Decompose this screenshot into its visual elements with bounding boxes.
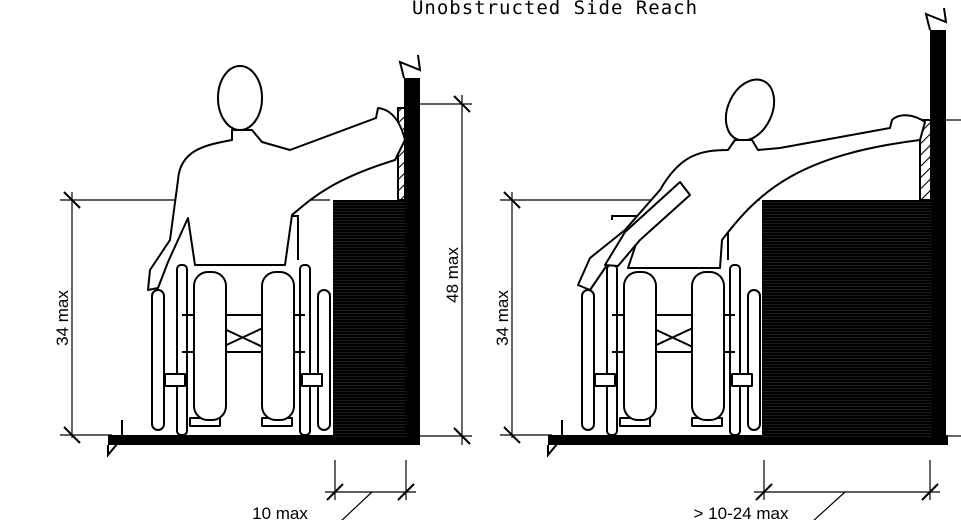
left-reach-label: 48 max xyxy=(443,247,462,303)
right-control xyxy=(919,119,941,201)
left-depth-tick-right xyxy=(397,483,415,501)
left-height-tick-top xyxy=(63,191,81,209)
left-depth-tick-left xyxy=(326,483,344,501)
right-wall-break xyxy=(924,7,948,31)
left-control xyxy=(397,107,419,201)
left-floor xyxy=(108,435,418,445)
left-depth-leader xyxy=(341,491,373,520)
right-height-label: 34 max xyxy=(493,290,512,346)
right-counter xyxy=(762,200,932,438)
left-panel: 34 max 48 max 10 max xyxy=(53,54,472,520)
right-height-tick-top xyxy=(503,191,521,209)
right-floor xyxy=(548,435,948,445)
right-depth-tick-right xyxy=(921,483,939,501)
right-floor-break xyxy=(547,420,563,458)
right-panel: 34 max > 10-24 max xyxy=(493,7,961,520)
diagram-title: Unobstructed Side Reach xyxy=(412,0,698,19)
right-wall xyxy=(930,30,946,445)
left-floor-break xyxy=(107,420,123,458)
left-height-label: 34 max xyxy=(53,290,72,346)
right-depth-leader xyxy=(813,491,846,520)
left-depth-label: 10 max xyxy=(252,504,308,520)
left-reach-tick-bottom xyxy=(453,427,471,445)
left-reach-tick-top xyxy=(453,95,471,113)
right-depth-tick-left xyxy=(755,483,773,501)
right-height-tick-bottom xyxy=(503,426,521,444)
left-wall-break xyxy=(398,54,422,79)
left-person xyxy=(147,65,406,421)
left-height-tick-bottom xyxy=(63,426,81,444)
left-wheelchair xyxy=(151,215,331,436)
left-counter xyxy=(333,200,406,438)
right-depth-label: > 10-24 max xyxy=(694,504,789,520)
right-person xyxy=(577,78,926,421)
